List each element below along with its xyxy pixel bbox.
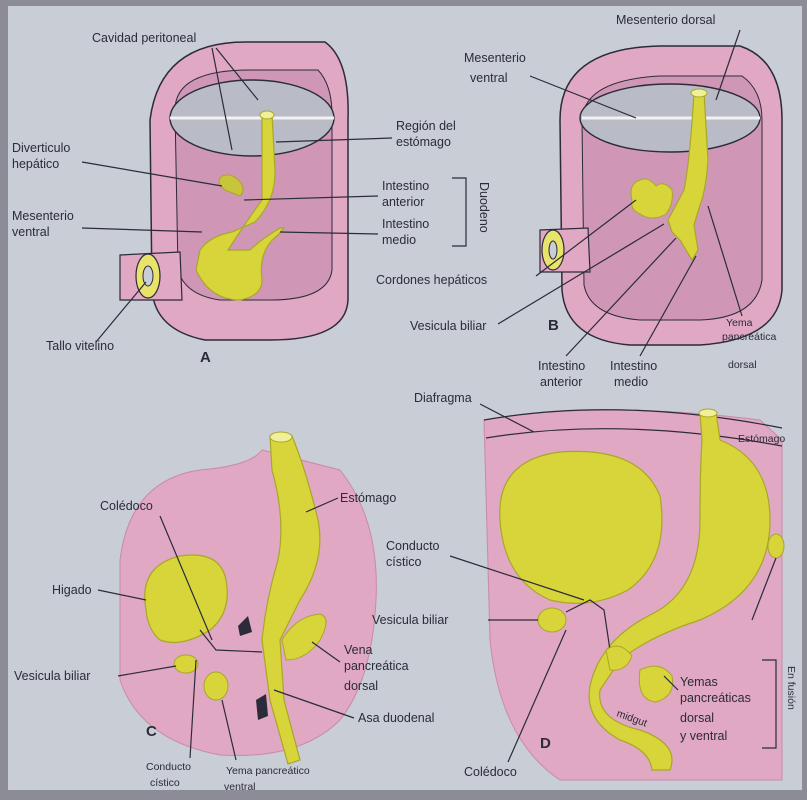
- label-pancreatic-buds-d-1: Yemas: [680, 675, 718, 689]
- label-foregut-a-1: Intestino: [382, 179, 429, 193]
- label-foregut-a-2: anterior: [382, 195, 424, 209]
- label-midgut-b-2: medio: [614, 375, 648, 389]
- label-cystic-duct-d-1: Conducto: [386, 539, 440, 553]
- label-fusion: En fusión: [785, 666, 797, 710]
- pyloric-bud-d: [768, 534, 784, 558]
- label-dorsal-mesentery: Mesenterio dorsal: [616, 13, 715, 27]
- panel-a-letter: A: [200, 349, 211, 366]
- label-ventral-mesentery-b-1: Mesenterio: [464, 51, 526, 65]
- label-midgut-b-1: Intestino: [610, 359, 657, 373]
- label-foregut-b-2: anterior: [540, 375, 582, 389]
- label-ventral-mesentery-a-1: Mesenterio: [12, 209, 74, 223]
- label-duodenum: Duodeno: [477, 182, 491, 233]
- label-diaphragm: Diafragma: [414, 391, 472, 405]
- label-pancreatic-buds-d-2: pancreáticas: [680, 691, 751, 705]
- label-cystic-duct-c-1: Conducto: [146, 761, 191, 773]
- label-hepatic-cords: Cordones hepáticos: [376, 273, 487, 287]
- label-foregut-b-1: Intestino: [538, 359, 585, 373]
- label-choledochus-d: Colédoco: [464, 765, 517, 779]
- label-gallbladder-c: Vesicula biliar: [14, 669, 90, 683]
- label-dorsal-pancreatic-b-3: dorsal: [728, 359, 757, 371]
- label-gallbladder-d: Vesicula biliar: [372, 613, 448, 627]
- stomach-lumen-c: [270, 432, 292, 442]
- label-dorsal-pancreatic-c-3: dorsal: [344, 679, 378, 693]
- label-ventral-mesentery-b-2: ventral: [470, 71, 508, 85]
- gut-lumen-top: [260, 111, 274, 119]
- panel-c-letter: C: [146, 723, 157, 740]
- label-cystic-duct-d-2: cístico: [386, 555, 421, 569]
- label-dorsal-pancreatic-b-2: pancreática: [722, 331, 776, 343]
- label-gallbladder-b: Vesicula biliar: [410, 319, 486, 333]
- label-hepatic-diverticulum-2: hepático: [12, 157, 59, 171]
- vitelline-lumen-b: [549, 241, 557, 259]
- label-ventral-pancreatic-c-2: ventral: [224, 781, 256, 793]
- panel-b-letter: B: [548, 317, 559, 334]
- label-midgut-a-2: medio: [382, 233, 416, 247]
- panel-d-letter: D: [540, 735, 551, 752]
- gallbladder-c: [174, 655, 198, 673]
- hepatic-cords: [631, 179, 672, 218]
- label-pancreatic-buds-d-4: y ventral: [680, 729, 727, 743]
- gut-lumen-b: [691, 89, 707, 97]
- label-peritoneal-cavity: Cavidad peritoneal: [92, 31, 196, 45]
- label-stomach-c: Estómago: [340, 491, 396, 505]
- label-hepatic-diverticulum-1: Diverticulo: [12, 141, 70, 155]
- gallbladder-d: [538, 608, 566, 632]
- label-vitelline-stalk: Tallo vitelino: [46, 339, 114, 353]
- label-ventral-pancreatic-c-1: Yema pancreático: [226, 765, 310, 777]
- label-stomach-region-1: Región del: [396, 119, 456, 133]
- label-ventral-mesentery-a-2: ventral: [12, 225, 50, 239]
- label-pancreatic-buds-d-3: dorsal: [680, 711, 714, 725]
- label-stomach-region-2: estómago: [396, 135, 451, 149]
- label-dorsal-pancreatic-c-1: Vena: [344, 643, 373, 657]
- label-dorsal-pancreatic-b-1: Yema: [726, 317, 753, 329]
- stomach-lumen-d: [699, 409, 717, 417]
- label-dorsal-pancreatic-c-2: pancreática: [344, 659, 409, 673]
- ventral-pancreatic-c: [204, 672, 228, 700]
- label-stomach-d: Estómago: [738, 433, 785, 445]
- label-duodenal-loop: Asa duodenal: [358, 711, 434, 725]
- label-liver-c: Higado: [52, 583, 92, 597]
- label-choledochus-c: Colédoco: [100, 499, 153, 513]
- label-cystic-duct-c-2: cístico: [150, 777, 180, 789]
- label-midgut-a-1: Intestino: [382, 217, 429, 231]
